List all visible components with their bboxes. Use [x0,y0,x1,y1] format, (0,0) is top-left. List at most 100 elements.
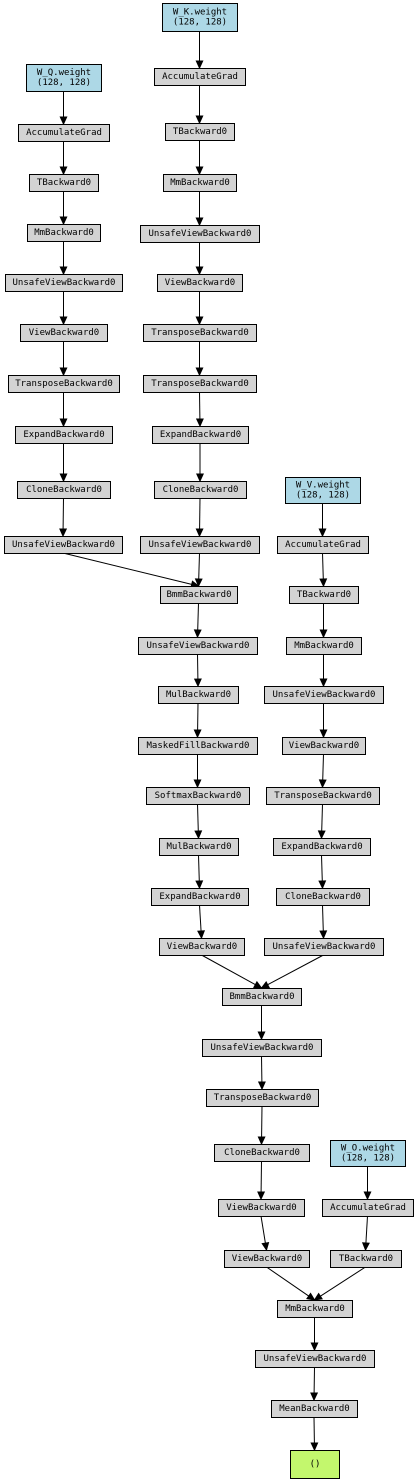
node-box-bmm2 [222,988,302,1006]
node-label-v_mm: MmBackward0 [294,641,354,651]
edge-bmm1-to-a_unsafe [197,602,199,631]
arrowhead-v_acc-to-v_t [319,578,328,588]
node-label-a_softmax: SoftmaxBackward0 [155,791,242,801]
node-k_t: TBackward0 [165,123,235,141]
node-label-v_clone: CloneBackward0 [285,892,361,902]
node-q_unsafe1: UnsafeViewBackward0 [5,274,123,292]
node-box-q_expand [15,426,113,444]
arrowhead-k_trans2-to-k_expand [195,418,204,428]
node-box-a_softmax [146,787,250,805]
node-label-q_view: ViewBackward0 [29,328,99,338]
node-label-o_t: TBackward0 [339,1254,393,1264]
node-wk: W_K.weight(128, 128) [162,3,238,32]
node-k_unsafe1: UnsafeViewBackward0 [140,225,260,243]
node-label-a_masked: MaskedFillBackward0 [147,741,250,751]
node-k_expand: ExpandBackward0 [152,426,249,444]
node-q_clone: CloneBackward0 [17,481,111,499]
arrowhead-a_mul2-to-a_expand [195,880,204,890]
node-k_mm: MmBackward0 [163,174,237,192]
arrowhead-a_unsafe-to-a_mul1 [193,678,202,688]
node-box-q_view [20,324,108,342]
arrowhead-wv-to-v_acc [318,528,327,538]
node-box-v_acc [277,536,369,554]
node-k_trans2: TransposeBackward0 [143,375,257,393]
arrowhead-k_clone-to-k_unsafe2 [195,528,204,538]
node-a_view: ViewBackward0 [159,938,245,956]
node-q_view: ViewBackward0 [20,324,108,342]
arrowhead-v_unsafe1-to-v_view [319,729,328,739]
node-label-k_unsafe2: UnsafeViewBackward0 [149,540,252,550]
arrowhead-c_clone-to-c_view1 [257,1191,266,1201]
node-label-a_unsafe: UnsafeViewBackward0 [147,641,250,651]
arrowhead-a_softmax-to-a_mul2 [194,830,203,840]
node-wv: W_V.weight(128, 128) [285,477,361,504]
nodes-layer: W_K.weight(128, 128) W_Q.weight(128, 128)… [4,3,414,1479]
node-label-bmm1: BmmBackward0 [166,590,231,600]
node-c_clone: CloneBackward0 [214,1144,310,1162]
node-label-a_mul1: MulBackward0 [166,690,231,700]
node-a_softmax: SoftmaxBackward0 [146,787,250,805]
node-label-c_view1: ViewBackward0 [226,1203,296,1213]
node-label-k_trans1: TransposeBackward0 [151,328,249,338]
node-label-c_trans: TransposeBackward0 [214,1093,312,1103]
node-box-a_unsafe [138,637,258,655]
node-label-a_expand: ExpandBackward0 [159,892,240,902]
arrowhead-a_mul1-to-a_masked [193,729,202,739]
node-label-q_t: TBackward0 [37,178,91,188]
node-a_masked: MaskedFillBackward0 [138,737,258,755]
node-box-out [290,1450,340,1479]
arrowhead-a_masked-to-a_softmax [193,779,202,789]
node-box-v_expand [273,838,371,856]
arrowhead-v_view-to-v_trans [318,779,327,789]
arrowhead-wq-to-q_acc [59,116,68,126]
node-box-a_expand [151,888,249,906]
edge-a_view-to-bmm2 [201,954,256,986]
node-label-k_expand: ExpandBackward0 [160,430,241,440]
node-label-k_clone: CloneBackward0 [163,485,239,495]
node-label-q_mm: MmBackward0 [34,228,94,238]
arrowhead-q_trans-to-q_expand [59,418,68,428]
node-box-c_unsafe [202,1039,322,1057]
node-box-c_trans [206,1089,319,1107]
edge-a_mul2-to-a_expand [198,854,200,882]
node-a_mul2: MulBackward0 [159,838,239,856]
edge-v_expand-to-v_clone [321,854,323,882]
arrowhead-v_unsafe2-to-bmm2 [260,980,270,989]
arrowhead-o_unsafe-to-mean [310,1392,319,1402]
node-label-mean: MeanBackward0 [279,1404,349,1414]
node-c_view2: ViewBackward0 [224,1250,310,1268]
node-box-bmm1 [160,586,238,604]
node-bmm1: BmmBackward0 [160,586,238,604]
node-label-o_acc: AccumulateGrad [330,1203,406,1213]
arrowhead-bmm2-to-c_unsafe [257,1031,266,1041]
node-label-v_trans: TransposeBackward0 [274,791,372,801]
node-box-o_acc [322,1199,414,1217]
node-label-q_unsafe1: UnsafeViewBackward0 [13,278,116,288]
node-q_expand: ExpandBackward0 [15,426,113,444]
node-mean: MeanBackward0 [271,1400,358,1418]
node-label-o_unsafe: UnsafeViewBackward0 [264,1354,367,1364]
node-box-k_mm [163,174,237,192]
node-wq: W_Q.weight(128, 128) [26,64,102,92]
node-box-k_acc [154,68,246,86]
edges-layer [59,31,372,1452]
edge-v_clone-to-v_unsafe2 [322,904,324,932]
node-label-q_clone: CloneBackward0 [26,485,102,495]
arrowhead-a_view-to-bmm2 [253,980,263,989]
edge-q_unsafe2-to-bmm1 [62,552,192,585]
arrowhead-wo-to-o_acc [363,1191,372,1201]
edge-c_view2-to-o_mm [266,1266,310,1297]
node-label-q_expand: ExpandBackward0 [23,430,104,440]
node-box-v_unsafe1 [264,686,384,704]
node-label-a_view: ViewBackward0 [167,942,237,952]
node-box-v_mm [286,637,362,655]
node-q_mm: MmBackward0 [27,224,101,242]
node-box-o_mm [277,1300,353,1318]
node-label-out: () [310,1460,321,1470]
node-label-wv-1: (128, 128) [296,491,350,501]
node-k_clone: CloneBackward0 [154,481,247,499]
edge-c_view1-to-c_view2 [260,1215,266,1244]
edge-a_expand-to-a_view [199,904,202,932]
node-box-c_view1 [218,1199,305,1217]
node-label-bmm2: BmmBackward0 [229,992,294,1002]
